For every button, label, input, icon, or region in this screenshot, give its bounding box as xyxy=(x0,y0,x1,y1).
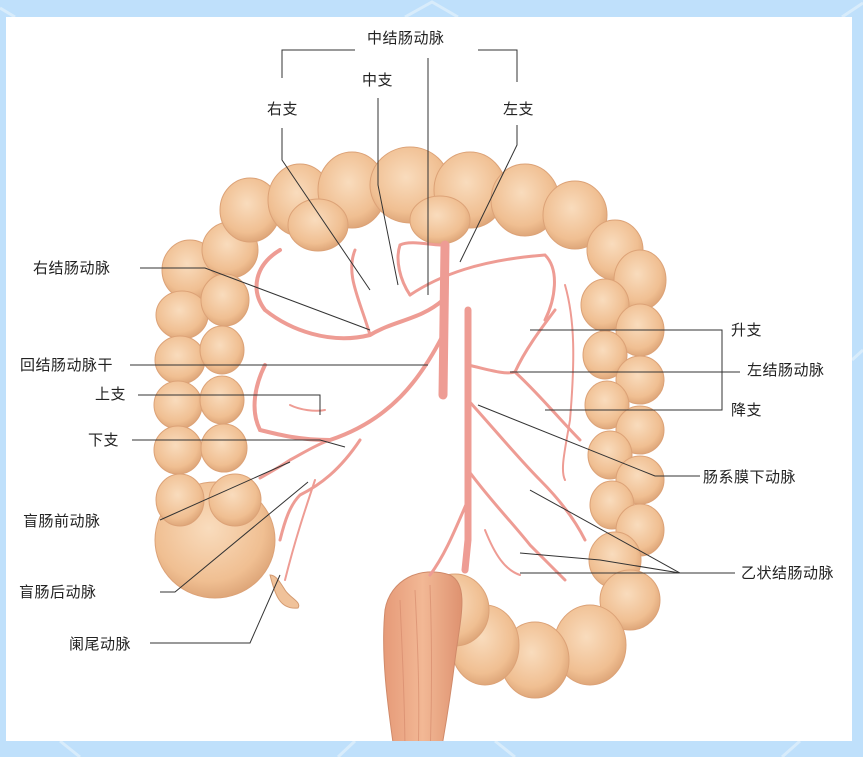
colon-illustration xyxy=(130,49,740,741)
label-right-colic-artery: 右结肠动脉 xyxy=(33,259,111,277)
label-lower-branch: 下支 xyxy=(88,431,120,449)
label-posterior-cecal-artery: 盲肠后动脉 xyxy=(19,583,97,601)
rectum xyxy=(383,571,463,741)
transverse-colon xyxy=(219,146,608,252)
label-ileocolic-trunk: 回结肠动脉干 xyxy=(20,356,114,374)
sigmoid-colon xyxy=(420,573,627,699)
label-right-branch: 右支 xyxy=(267,100,299,118)
label-descending-branch: 降支 xyxy=(731,401,763,419)
label-inferior-mesenteric-artery: 肠系膜下动脉 xyxy=(703,468,797,486)
descending-colon xyxy=(580,219,667,631)
arteries xyxy=(252,240,587,582)
label-middle-colic-artery: 中结肠动脉 xyxy=(367,29,445,47)
label-left-branch: 左支 xyxy=(503,100,535,118)
ascending-colon xyxy=(153,221,276,599)
diagram-panel: 中结肠动脉 中支 右支 左支 右结肠动脉 回结肠动脉干 上支 下支 盲肠前动脉 … xyxy=(6,17,852,741)
label-upper-branch: 上支 xyxy=(95,385,127,403)
label-anterior-cecal-artery: 盲肠前动脉 xyxy=(23,512,101,530)
label-appendicular-artery: 阑尾动脉 xyxy=(69,635,132,653)
label-left-colic-artery: 左结肠动脉 xyxy=(747,361,825,379)
label-ascending-branch: 升支 xyxy=(731,321,763,339)
leader-lines xyxy=(130,49,740,644)
label-middle-branch: 中支 xyxy=(362,71,394,89)
label-sigmoid-arteries: 乙状结肠动脉 xyxy=(741,564,835,582)
